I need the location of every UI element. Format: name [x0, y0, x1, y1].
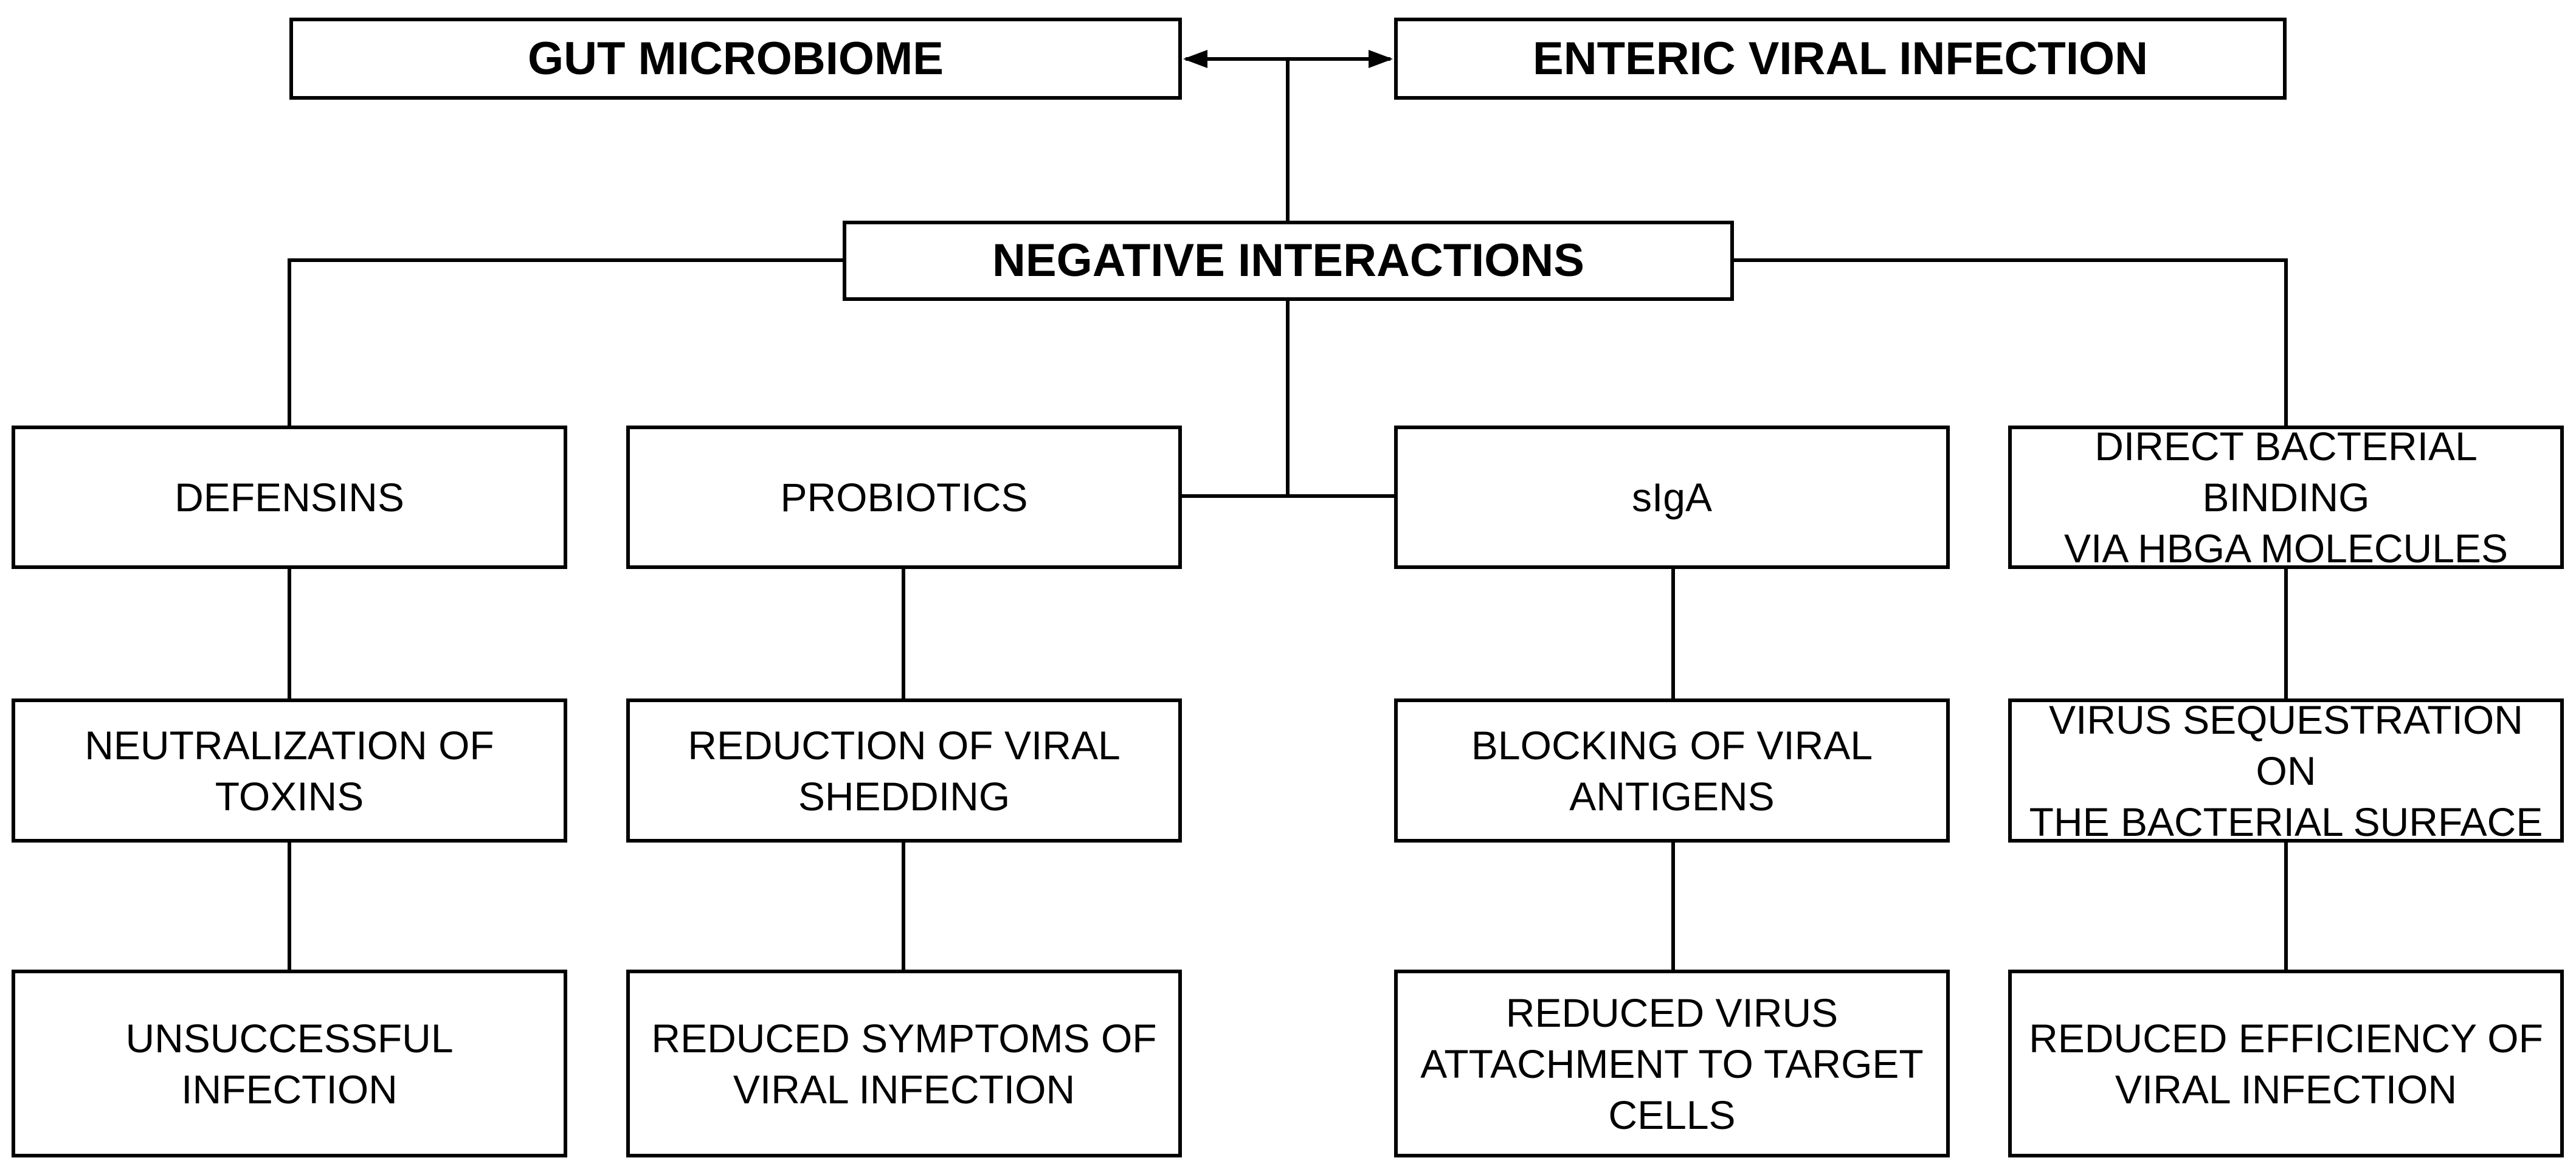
- enteric-viral-infection-label: ENTERIC VIRAL INFECTION: [1533, 32, 2148, 84]
- siga-label: sIgA: [1631, 475, 1713, 520]
- reduced-efficiency-label: REDUCED EFFICIENCY OF VIRAL INFECTION: [2029, 1015, 2543, 1112]
- probiotics-box: PROBIOTICS: [626, 426, 1182, 569]
- defensins-label: DEFENSINS: [174, 475, 404, 520]
- enteric-viral-infection-box: ENTERIC VIRAL INFECTION: [1394, 18, 2287, 100]
- unsuccessful-infection-box: UNSUCCESSFUL INFECTION: [12, 970, 567, 1157]
- reduced-symptoms-box: REDUCED SYMPTOMS OF VIRAL INFECTION: [626, 970, 1182, 1157]
- hbga-binding-label: DIRECT BACTERIAL BINDING VIA HBGA MOLECU…: [2064, 424, 2508, 571]
- reduction-of-viral-shedding-label: REDUCTION OF VIRAL SHEDDING: [688, 722, 1121, 819]
- hbga-binding-box: DIRECT BACTERIAL BINDING VIA HBGA MOLECU…: [2008, 424, 2564, 571]
- siga-box: sIgA: [1394, 426, 1950, 569]
- virus-sequestration-box: VIRUS SEQUESTRATION ON THE BACTERIAL SUR…: [2008, 697, 2564, 844]
- reduced-symptoms-label: REDUCED SYMPTOMS OF VIRAL INFECTION: [651, 1015, 1157, 1112]
- gut-microbiome-label: GUT MICROBIOME: [528, 32, 944, 84]
- reduction-of-viral-shedding-box: REDUCTION OF VIRAL SHEDDING: [626, 698, 1182, 843]
- connector-center-to-defensins: [288, 258, 843, 426]
- blocking-of-viral-antigens-box: BLOCKING OF VIRAL ANTIGENS: [1394, 698, 1950, 843]
- reduced-efficiency-box: REDUCED EFFICIENCY OF VIRAL INFECTION: [2008, 970, 2564, 1157]
- defensins-box: DEFENSINS: [12, 426, 567, 569]
- negative-interactions-label: NEGATIVE INTERACTIONS: [992, 235, 1584, 286]
- virus-sequestration-label: VIRUS SEQUESTRATION ON THE BACTERIAL SUR…: [2029, 697, 2543, 844]
- gut-microbiome-box: GUT MICROBIOME: [289, 18, 1182, 100]
- negative-interactions-box: NEGATIVE INTERACTIONS: [843, 221, 1734, 301]
- neutralization-of-toxins-box: NEUTRALIZATION OF TOXINS: [12, 698, 567, 843]
- reduced-virus-attachment-box: REDUCED VIRUS ATTACHMENT TO TARGET CELLS: [1394, 970, 1950, 1157]
- connector-center-to-hbga: [1734, 258, 2288, 426]
- neutralization-of-toxins-label: NEUTRALIZATION OF TOXINS: [85, 722, 494, 819]
- probiotics-label: PROBIOTICS: [780, 475, 1028, 520]
- unsuccessful-infection-label: UNSUCCESSFUL INFECTION: [125, 1015, 454, 1112]
- blocking-of-viral-antigens-label: BLOCKING OF VIRAL ANTIGENS: [1471, 722, 1873, 819]
- reduced-virus-attachment-label: REDUCED VIRUS ATTACHMENT TO TARGET CELLS: [1420, 990, 1924, 1137]
